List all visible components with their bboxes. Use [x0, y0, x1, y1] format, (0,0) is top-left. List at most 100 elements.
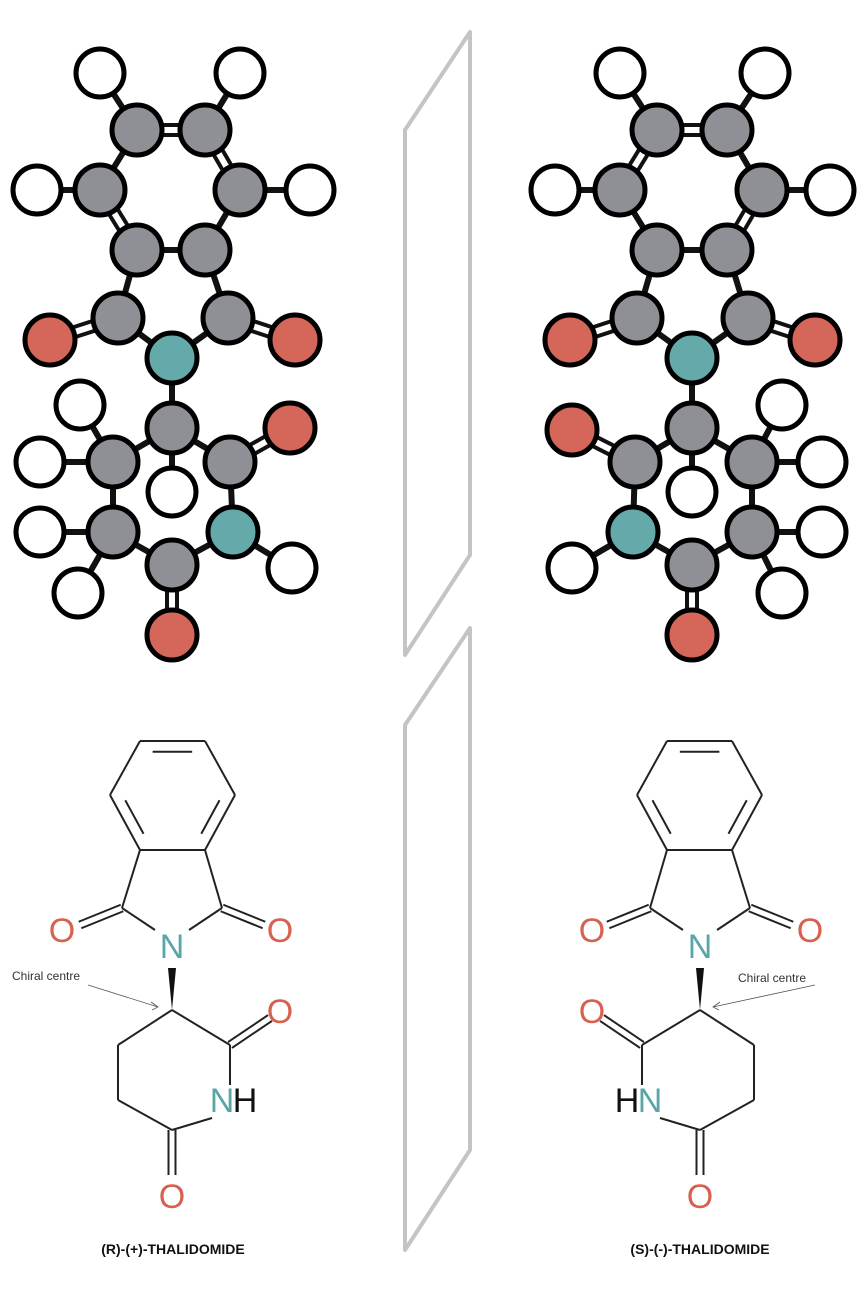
ring-bond: [171, 1009, 231, 1046]
carbon-atom: [664, 537, 720, 593]
hydrogen-atom: [13, 435, 67, 489]
carbon-atom: [144, 537, 200, 593]
bond: [188, 907, 223, 931]
ring-bond: [117, 1099, 173, 1131]
arrow-head: [712, 1001, 721, 1011]
oxygen-atom: [664, 607, 720, 663]
carbon-atom: [664, 400, 720, 456]
ball-and-stick-model-r: [10, 46, 337, 663]
carbon-atom: [85, 434, 141, 490]
nitrogen-atom: [205, 504, 261, 560]
ring-bond: [117, 1009, 173, 1046]
mirror-plane-bottom: [403, 626, 472, 1252]
oxygen-symbol: O: [579, 993, 605, 1031]
bond: [649, 907, 684, 931]
stereo-wedge-bond: [696, 968, 704, 1010]
carbon-atom: [699, 102, 755, 158]
hydrogen-atom: [53, 378, 107, 432]
oxygen-symbol: O: [797, 912, 823, 950]
hydrogen-symbol: H: [233, 1082, 258, 1120]
hydrogen-atom: [738, 46, 792, 100]
oxygen-symbol: O: [579, 912, 605, 950]
ring-bond: [659, 1117, 701, 1131]
ring-bond: [699, 1009, 755, 1046]
hydrogen-symbol: H: [615, 1082, 640, 1120]
oxygen-symbol: O: [687, 1178, 713, 1216]
carbon-atom: [72, 162, 128, 218]
nitrogen-symbol: N: [688, 928, 713, 966]
ring-bond: [731, 740, 763, 796]
aromatic-double-bond: [727, 799, 748, 835]
stereo-wedge-bond: [168, 968, 176, 1010]
hydrogen-atom: [51, 566, 105, 620]
hydrogen-atom: [795, 435, 849, 489]
hydrogen-atom: [528, 163, 582, 217]
oxygen-atom: [787, 312, 843, 368]
hydrogen-atom: [593, 46, 647, 100]
carbon-atom: [724, 504, 780, 560]
oxygen-symbol: O: [267, 993, 293, 1031]
hydrogen-atom: [265, 541, 319, 595]
ring-bond: [171, 1117, 213, 1131]
carbonyl-double-bond: [220, 910, 264, 930]
hydrogen-atom: [755, 566, 809, 620]
carbon-atom: [699, 222, 755, 278]
ring-bond: [731, 794, 763, 851]
carbonyl-double-bond: [750, 903, 794, 923]
ring-bond: [109, 740, 141, 796]
bond: [121, 849, 141, 909]
carbonyl-double-bond: [603, 1014, 645, 1043]
nitrogen-atom: [144, 330, 200, 386]
chiral-centre-label-left: Chiral centre: [12, 969, 80, 983]
carbon-atom: [90, 290, 146, 346]
oxygen-atom: [144, 607, 200, 663]
bond: [204, 849, 223, 909]
hydrogen-atom: [73, 46, 127, 100]
arrow-head: [150, 1001, 159, 1011]
aromatic-double-bond: [200, 799, 221, 835]
ring-bond: [109, 794, 141, 851]
ball-and-stick-model-s: [528, 46, 857, 663]
carbon-atom: [85, 504, 141, 560]
aromatic-double-bond: [124, 799, 145, 835]
oxygen-atom: [22, 312, 78, 368]
carbon-atom: [109, 222, 165, 278]
molecule-name-r: (R)-(+)-THALIDOMIDE: [101, 1241, 244, 1257]
carbon-atom: [724, 434, 780, 490]
carbon-atom: [629, 222, 685, 278]
nitrogen-symbol: N: [160, 928, 185, 966]
bond: [716, 907, 751, 931]
carbon-atom: [720, 290, 776, 346]
carbon-atom: [609, 290, 665, 346]
chiral-centre-label-right: Chiral centre: [738, 971, 806, 985]
carbon-atom: [629, 102, 685, 158]
carbonyl-double-bond: [78, 903, 122, 923]
carbonyl-double-bond: [606, 903, 650, 923]
ring-bond: [641, 1009, 701, 1046]
carbonyl-double-bond: [608, 910, 652, 930]
oxygen-atom: [262, 400, 318, 456]
carbon-atom: [212, 162, 268, 218]
carbon-atom: [144, 400, 200, 456]
molecule-name-s: (S)-(-)-THALIDOMIDE: [630, 1241, 769, 1257]
nitrogen-atom: [664, 330, 720, 386]
hydrogen-atom: [213, 46, 267, 100]
oxygen-atom: [542, 312, 598, 368]
carbonyl-double-bond: [748, 910, 792, 930]
carbonyl-double-bond: [80, 910, 124, 930]
bond: [121, 907, 156, 931]
nitrogen-symbol: N: [638, 1082, 663, 1120]
hydrogen-atom: [283, 163, 337, 217]
ring-bond: [204, 794, 236, 851]
ring-bond: [699, 1099, 755, 1131]
chiral-centre-arrow: [87, 984, 159, 1008]
carbonyl-double-bond: [222, 903, 266, 923]
mirror-plane-top: [403, 30, 472, 657]
hydrogen-atom: [755, 378, 809, 432]
oxygen-atom: [267, 312, 323, 368]
carbon-atom: [200, 290, 256, 346]
hydrogen-atom: [10, 163, 64, 217]
